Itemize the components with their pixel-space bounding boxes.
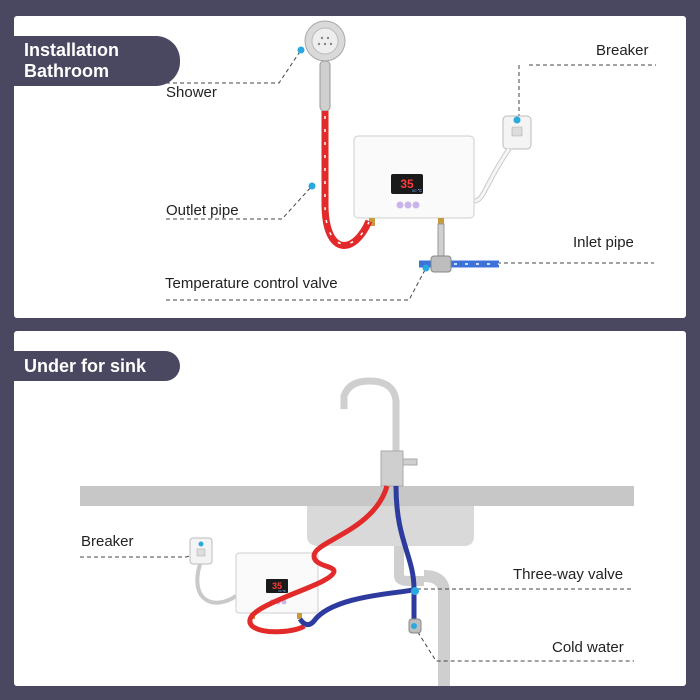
heater-button [404,201,412,209]
temp-valve-marker [422,264,430,272]
sink-panel: 35 00 ℃ Under for sink Breaker Three-way… [14,331,686,686]
faucet-icon [340,377,418,487]
three-way-valve [411,587,419,595]
sink-breaker-label: Breaker [81,533,134,550]
valve-stem [437,223,445,261]
sink-heater-display-small: 00 ℃ [278,589,286,593]
hot-water-pipe [247,485,390,635]
sink-title-tag: Under for sink [14,351,180,381]
water-heater-unit [353,135,475,226]
outlet-pipe-label: Outlet pipe [166,202,239,219]
bathroom-title-tag: Installatıon Bathroom [14,36,180,86]
three-way-valve-label: Three-way valve [513,566,624,583]
cold-water-marker [411,623,417,629]
heater-button [396,201,404,209]
cold-water-pipe [297,485,417,628]
sink-heater-display [266,579,288,593]
shower-head-icon [304,20,346,112]
sink-breaker-leader [80,552,203,558]
heater-display-digits: 35 [400,177,414,191]
shower-leader [166,49,302,84]
countertop [80,486,634,506]
temperature-control-valve-label: Temperature control valve [165,275,338,292]
temp-valve-leader [166,267,427,301]
bathroom-title-line1: Installatıon [24,40,120,60]
shower-label: Shower [166,84,217,101]
shower-marker [297,46,305,54]
cold-water-label: Cold water [552,639,624,656]
heater-display-small: 00 ℃ [412,188,423,193]
breaker-label: Breaker [596,42,649,59]
outlet-pipe-leader [166,185,313,220]
sink-breaker-icon [189,537,213,565]
sink-illustration: 35 00 ℃ [80,377,634,686]
bathroom-illustration: 35 00 ℃ [166,20,656,301]
bathroom-title-line2: Bathroom [24,61,109,81]
sink-basin [307,506,474,546]
bathroom-panel: 35 00 ℃ Installatıon [14,16,686,318]
breaker-icon [502,115,532,150]
temperature-valve [430,255,452,273]
heater-button [412,201,420,209]
sink-breaker-cable [195,563,238,605]
heater-display [391,174,423,194]
sink-heater-display-digits: 35 [272,581,282,591]
drain-pipe [394,546,424,586]
outlet-pipe-marker [308,182,316,190]
sink-leader-lines [80,552,634,662]
inlet-pipe-label: Inlet pipe [573,234,634,251]
